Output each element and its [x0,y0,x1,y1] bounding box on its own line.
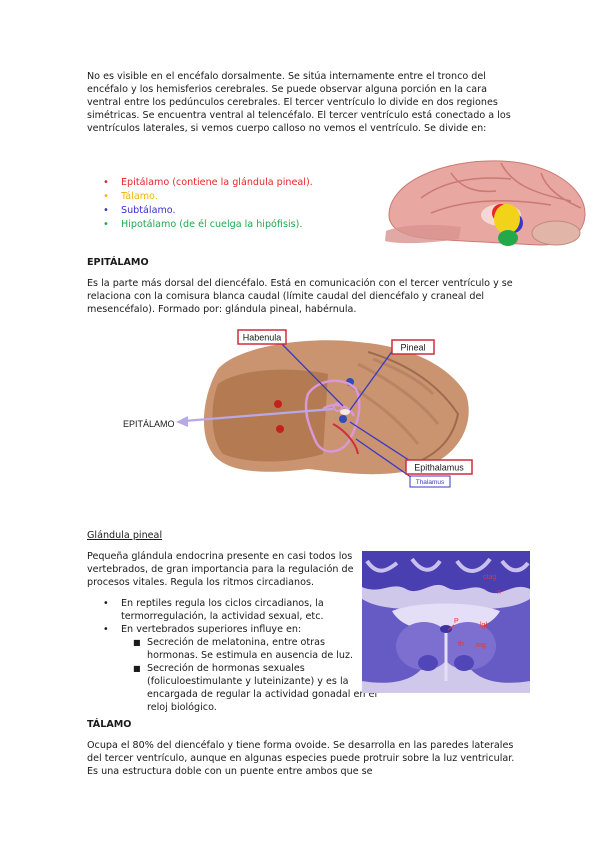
intro-paragraph: No es visible en el encéfalo dorsalmente… [87,71,511,134]
list-item: • Subtálamo. [103,204,383,218]
glandula-paragraph: Pequeña glándula endocrina presente en c… [87,551,354,588]
epitalamo-heading: EPITÁLAMO [87,257,149,268]
bullet-icon: • [103,191,109,202]
list-item: • En vertebrados superiores influye en: ■… [103,623,378,714]
label-habenula: Habenula [243,333,282,343]
glandula-item-reptiles: En reptiles regula los ciclos circadiano… [121,598,324,622]
glandula-subitem-hormonas: Secreción de hormonas sexuales (foliculo… [147,663,378,713]
label-p: P [454,618,459,625]
glandula-sublist: ■ Secreción de melatonina, entre otras ho… [129,636,378,714]
label-thalamus: Thalamus [416,479,445,486]
epitalamo-paragraph: Es la parte más dorsal del diencéfalo. E… [87,278,513,315]
bullet-icon: • [103,624,109,635]
label-mg: mg [476,642,486,649]
list-item: ■ Secreción de hormonas sexuales (folicul… [129,662,378,714]
glandula-subitem-melatonina: Secreción de melatonina, entre otras hor… [147,637,354,661]
bullet-icon: • [103,219,109,230]
bullet-icon: • [103,598,109,609]
glandula-item-vertebrados: En vertebrados superiores influye en: [121,624,302,635]
square-bullet-icon: ■ [133,638,141,647]
epitalamo-figure: Habenula Pineal Epithalamus Thalamus EPI… [123,329,473,488]
label-n: n [497,589,501,596]
bullet-icon: • [103,205,109,216]
glandula-title: Glándula pineal [87,530,163,541]
list-item: • Epitálamo (contiene la glándula pineal)… [103,176,383,190]
division-epitalamo: Epitálamo (contiene la glándula pineal). [121,177,313,188]
label-lgl: lgl [480,622,487,629]
histology-image: ctag n P lgl th mg [362,551,530,693]
list-item: • Hipotálamo (de él cuelga la hipófisis). [103,218,383,232]
glandula-list: • En reptiles regula los ciclos circadian… [103,597,378,714]
division-subtalamo: Subtálamo. [121,205,176,216]
label-pineal: Pineal [400,343,425,353]
talamo-heading: TÁLAMO [87,719,132,730]
list-item: • Tálamo. [103,190,383,204]
square-bullet-icon: ■ [133,664,141,673]
list-item: • En reptiles regula los ciclos circadian… [103,597,378,623]
label-epitalamo-side: EPITÁLAMO [123,419,175,429]
division-hipotalamo: Hipotálamo (de él cuelga la hipófisis). [121,219,303,230]
division-talamo: Tálamo. [121,191,158,202]
label-ctag: ctag [483,574,496,581]
label-epithalamus: Epithalamus [414,463,464,473]
label-th: th [458,641,464,648]
list-item: ■ Secreción de melatonina, entre otras ho… [129,636,378,662]
talamo-paragraph: Ocupa el 80% del diencéfalo y tiene form… [87,740,515,777]
brain-sagittal-image [385,160,586,246]
bullet-icon: • [103,177,109,188]
divisions-list: • Epitálamo (contiene la glándula pineal)… [103,176,383,232]
